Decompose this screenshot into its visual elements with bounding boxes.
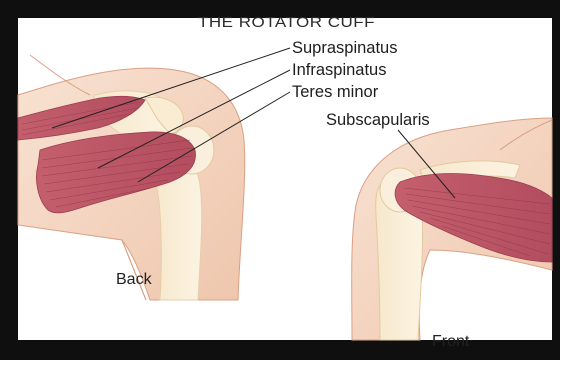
label-back-view: Back: [116, 272, 152, 288]
label-teres-minor: Teres minor: [292, 84, 378, 101]
frame-bottom-outer: [0, 360, 564, 366]
label-front-view: Front: [432, 334, 469, 350]
frame-left: [0, 0, 18, 366]
label-supraspinatus: Supraspinatus: [292, 40, 398, 57]
label-subscapularis: Subscapularis: [326, 112, 430, 129]
label-infraspinatus: Infraspinatus: [292, 62, 386, 79]
diagram-title: THE ROTATOR CUFF: [198, 15, 375, 29]
frame-right-outer: [560, 0, 564, 366]
